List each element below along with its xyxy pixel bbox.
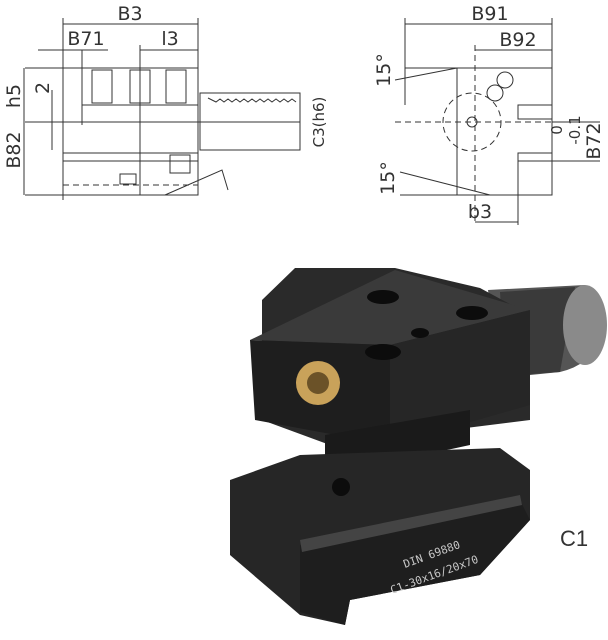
type-label: C1 [560,526,588,551]
dim-b3: B3 [117,3,142,25]
dim-c3: C3(h6) [310,97,328,148]
tolerance-upper: 0 [548,125,566,135]
dim-b92: B92 [499,29,536,51]
side-view: B91 B92 15° 15° b3 B72 0 -0.1 [373,3,605,225]
dim-b72: B72 [583,122,605,159]
dim-b82: B82 [3,131,25,168]
dim-2: 2 [32,82,54,94]
product-photo: DIN 69880 C1-30x16/20x70 [230,268,607,625]
angle-bottom: 15° [377,161,399,195]
dim-l3: l3 [161,28,178,50]
dim-b91: B91 [471,3,508,25]
dim-b3-small: b3 [468,201,492,223]
front-view: B3 B71 l3 h5 2 B82 C3(h6) [3,3,328,200]
angle-top: 15° [373,53,395,87]
dim-b71: B71 [67,28,104,50]
dim-h5: h5 [3,84,25,108]
tolerance-lower: -0.1 [566,115,584,144]
